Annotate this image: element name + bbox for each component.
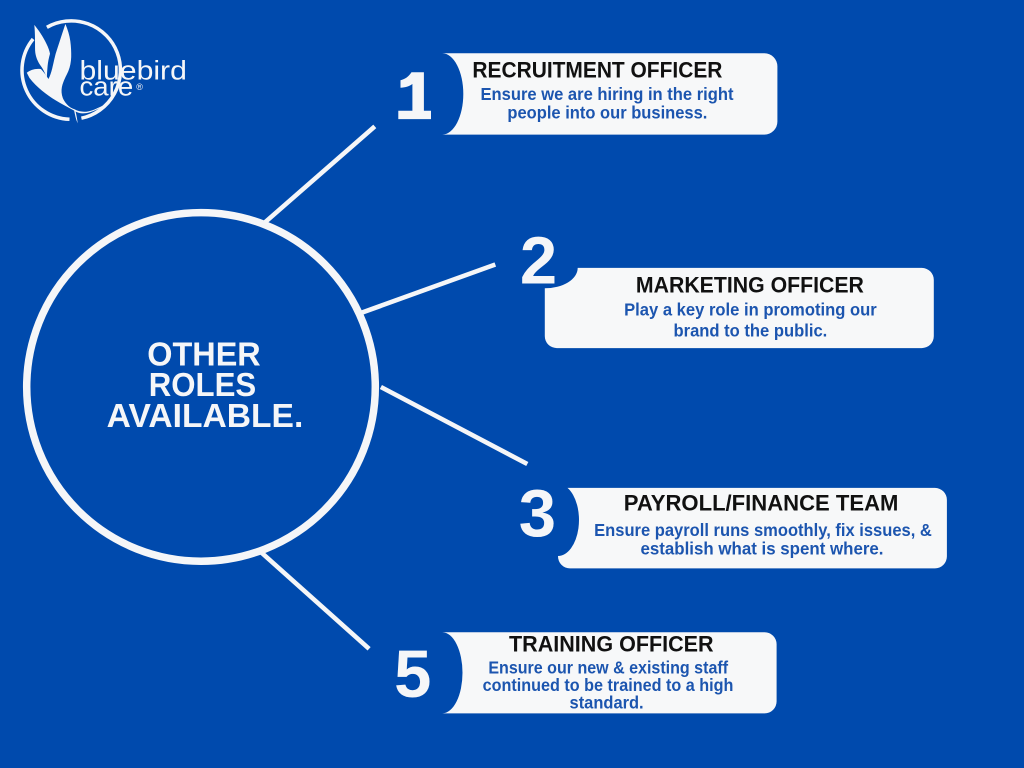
- svg-text:establish what is spent where.: establish what is spent where.: [641, 539, 884, 559]
- svg-text:standard.: standard.: [570, 693, 644, 713]
- svg-text:OTHER: OTHER: [147, 335, 261, 372]
- svg-text:®: ®: [136, 82, 143, 92]
- svg-text:people into our business.: people into our business.: [507, 102, 707, 122]
- svg-text:care: care: [80, 72, 134, 102]
- svg-text:brand to the public.: brand to the public.: [674, 321, 828, 341]
- svg-text:ROLES: ROLES: [149, 366, 256, 403]
- svg-text:AVAILABLE.: AVAILABLE.: [107, 397, 304, 434]
- svg-text:2: 2: [520, 223, 557, 298]
- svg-text:5: 5: [394, 637, 431, 712]
- svg-text:MARKETING OFFICER: MARKETING OFFICER: [636, 272, 864, 297]
- svg-text:Play a key role in promoting o: Play a key role in promoting our: [624, 300, 877, 320]
- svg-text:Ensure payroll runs smoothly,: Ensure payroll runs smoothly, fix issues…: [594, 520, 932, 540]
- svg-text:TRAINING OFFICER: TRAINING OFFICER: [509, 631, 714, 656]
- svg-text:continued to be trained to a h: continued to be trained to a high: [483, 675, 734, 695]
- svg-text:PAYROLL/FINANCE TEAM: PAYROLL/FINANCE TEAM: [624, 491, 899, 516]
- svg-text:Ensure we are hiring in the ri: Ensure we are hiring in the right: [481, 84, 734, 104]
- svg-text:RECRUITMENT OFFICER: RECRUITMENT OFFICER: [472, 58, 722, 83]
- svg-text:bluebird: bluebird: [80, 56, 187, 86]
- svg-text:3: 3: [519, 477, 556, 552]
- svg-text:Ensure our new & existing staf: Ensure our new & existing staff: [488, 657, 728, 677]
